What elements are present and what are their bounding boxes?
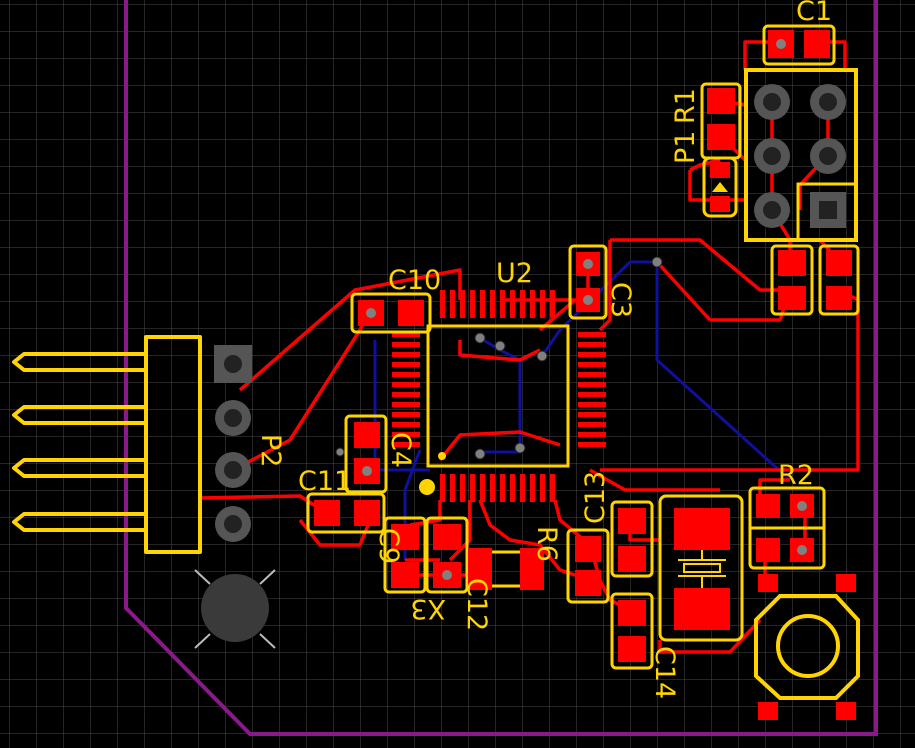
mounting-hole bbox=[194, 569, 276, 649]
r1-resistor[interactable] bbox=[700, 82, 742, 160]
via bbox=[474, 332, 486, 344]
c10-capacitor[interactable] bbox=[350, 292, 432, 334]
c1-capacitor[interactable] bbox=[762, 24, 836, 66]
c11-capacitor[interactable] bbox=[306, 492, 386, 534]
label-u2: U2 bbox=[496, 258, 533, 289]
label-p2: P2 bbox=[255, 434, 286, 467]
label-c4: C4 bbox=[385, 432, 416, 468]
via bbox=[514, 442, 526, 454]
u2-chip[interactable] bbox=[392, 290, 606, 502]
label-r1: R1 bbox=[670, 88, 701, 124]
orientation-dot bbox=[419, 479, 435, 495]
r6-resistor[interactable] bbox=[566, 528, 610, 604]
p1-connector-header[interactable] bbox=[744, 68, 858, 242]
label-x3: X3 bbox=[410, 593, 446, 624]
decoupling-pair[interactable] bbox=[770, 244, 860, 316]
label-r6: R6 bbox=[531, 526, 562, 562]
c13-capacitor[interactable] bbox=[610, 500, 654, 578]
label-r2: R2 bbox=[778, 460, 814, 491]
via bbox=[335, 447, 345, 457]
label-p1: P1 bbox=[670, 131, 701, 164]
label-c9: C9 bbox=[373, 528, 404, 564]
c3-capacitor[interactable] bbox=[568, 244, 608, 320]
x3-crystal[interactable] bbox=[425, 516, 469, 594]
label-c12: C12 bbox=[461, 578, 492, 631]
via bbox=[494, 340, 506, 352]
c4-capacitor[interactable] bbox=[344, 414, 388, 494]
label-c3: C3 bbox=[605, 282, 636, 318]
crystal-oscillator[interactable] bbox=[658, 494, 744, 642]
pad bbox=[224, 355, 242, 373]
c9-capacitor[interactable] bbox=[383, 516, 427, 594]
pin1-marker bbox=[438, 452, 446, 460]
c14-capacitor[interactable] bbox=[610, 592, 654, 670]
vias bbox=[335, 256, 663, 460]
via bbox=[474, 448, 486, 460]
r2-resistor[interactable] bbox=[748, 486, 826, 570]
label-c13: C13 bbox=[580, 471, 611, 524]
via bbox=[536, 350, 548, 362]
via bbox=[651, 256, 663, 268]
label-c1: C1 bbox=[796, 0, 832, 27]
tactile-switch[interactable] bbox=[754, 574, 860, 720]
c12-capacitor[interactable] bbox=[468, 548, 544, 590]
p2-pin-header[interactable] bbox=[12, 335, 252, 554]
label-c11: C11 bbox=[298, 466, 351, 497]
label-c14: C14 bbox=[649, 646, 680, 699]
p1-led[interactable] bbox=[702, 156, 738, 218]
label-c10: C10 bbox=[388, 265, 441, 296]
